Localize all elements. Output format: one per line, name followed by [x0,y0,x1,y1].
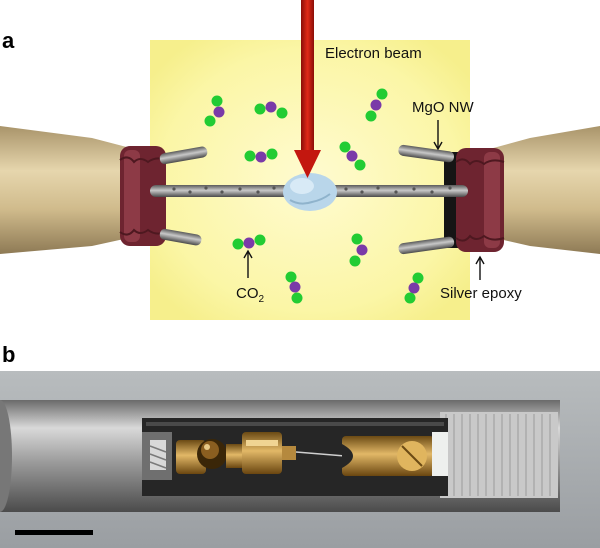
co2-molecule [232,234,266,250]
panel-b: b [0,342,600,548]
co2-molecule [404,272,424,304]
panel-a: a [0,0,600,320]
mgo-nw-arrow [433,120,443,151]
co2-molecule [204,95,225,127]
electron-beam-arrow [294,0,321,178]
holder-tip [440,412,558,498]
right-epoxy [444,148,505,252]
co2-label: CO2 [236,249,265,305]
probe-wire [295,451,346,457]
right-holder [486,126,600,254]
gold-clip [342,436,434,476]
co2-label-main: CO [236,285,259,302]
co2-molecules [204,88,424,304]
insulator-block [432,432,448,476]
piezo-assembly [176,432,296,474]
co2-molecule [349,233,368,267]
silver-epoxy-arrow [475,255,485,280]
co2-molecule [254,101,288,119]
panel-a-letter: a [2,28,15,53]
co2-molecule [339,141,366,171]
panel-b-letter: b [2,342,15,367]
scale-bar [15,530,93,535]
co2-molecule [365,88,388,122]
co2-label-subscript: 2 [259,294,265,305]
left-clamp [142,432,172,480]
co2-molecule [244,148,278,163]
left-epoxy [119,146,167,246]
mgo-nw-label: MgO NW [412,99,475,116]
left-holder [0,126,138,254]
svg-text:CO2: CO2 [236,285,265,305]
electron-beam-label: Electron beam [325,45,422,62]
co2-molecule [285,271,303,304]
silver-epoxy-label: Silver epoxy [440,285,522,302]
carbon-deposit [283,173,337,211]
